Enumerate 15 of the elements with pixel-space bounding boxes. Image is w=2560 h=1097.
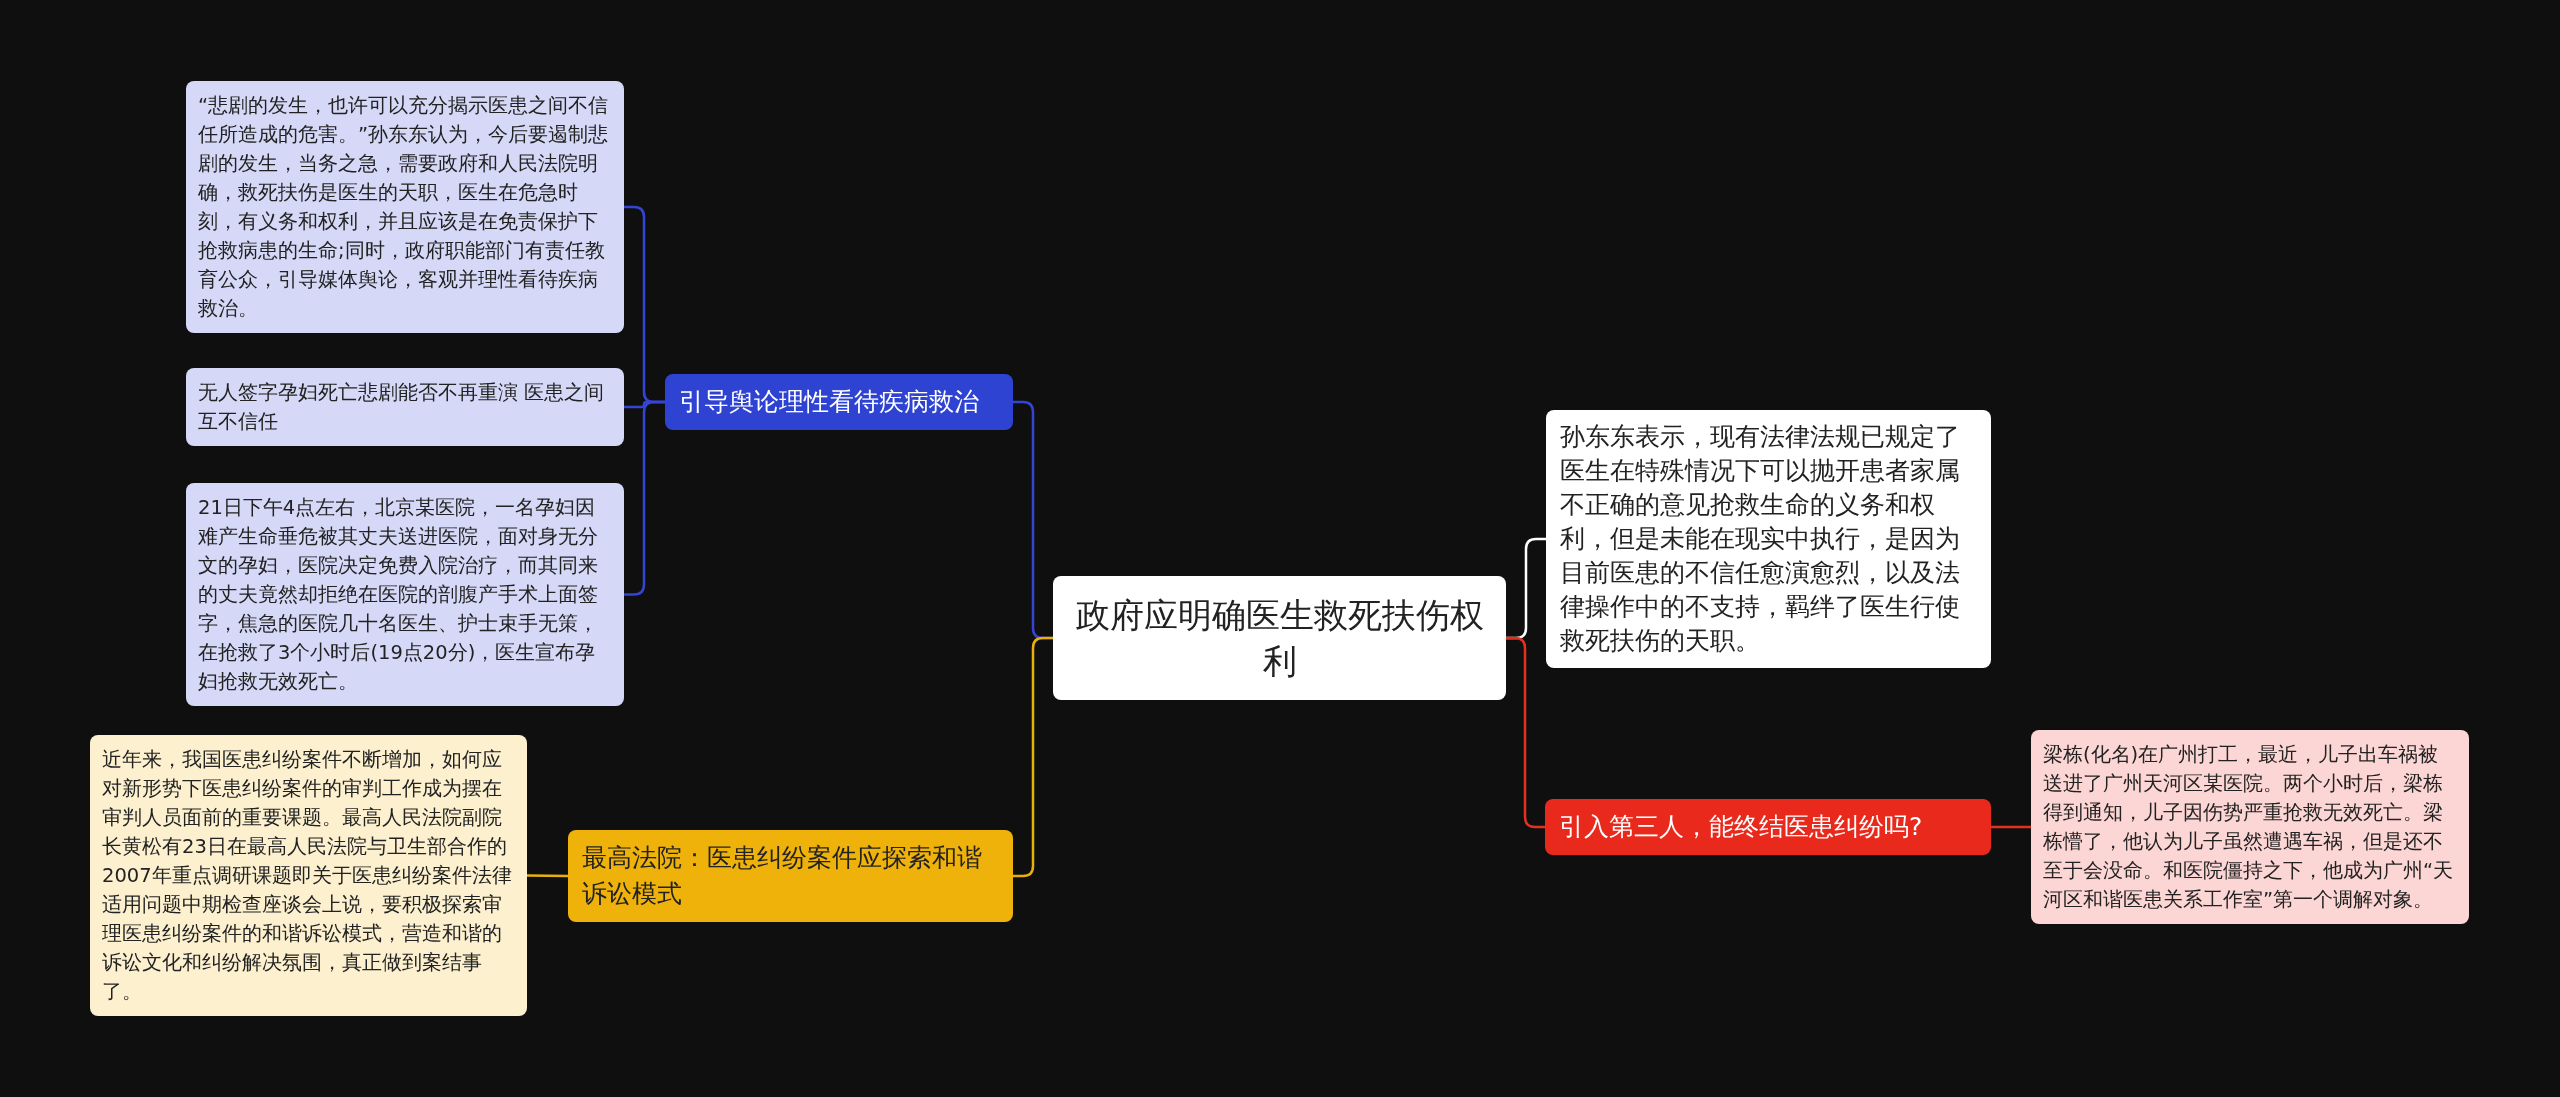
note-box: “悲剧的发生，也许可以充分揭示医患之间不信任所造成的危害。”孙东东认为，今后要遏制悲剧的发生，当务之急，需要政府和人民法院明确，救死扶伤是医生的天职，医生在危急时刻，有义务和权利，并且应该是在免责保护下抢救病患的生命;同时，政府职能部门有责任教育公众，引导媒体舆论，客观并理性看待疾病救治。 [186, 81, 624, 333]
topic-box: 政府应明确医生救死扶伤权利 [1053, 576, 1506, 700]
note-box: 孙东东表示，现有法律法规已规定了医生在特殊情况下可以抛开患者家属不正确的意见抢救生命的义务和权利，但是未能在现实中执行，是因为目前医患的不信任愈演愈烈，以及法律操作中的不支持，羁绊了医生行使救死扶伤的天职。 [1546, 410, 1991, 668]
note-box: 无人签字孕妇死亡悲剧能否不再重演 医患之间互不信任 [186, 368, 624, 446]
branch-box: 最高法院：医患纠纷案件应探索和谐诉讼模式 [568, 830, 1013, 922]
connector [527, 874, 568, 878]
connector [1506, 636, 1545, 829]
connector [1991, 825, 2031, 829]
connector [1013, 636, 1053, 878]
note-box: 梁栋(化名)在广州打工，最近，儿子出车祸被送进了广州天河区某医院。两个小时后，梁栋得到通知，儿子因伤势严重抢救无效死亡。梁栋懵了，他认为儿子虽然遭遇车祸，但是还不至于会没命。和医院僵持之下，他成为广州“天河区和谐医患关系工作室”第一个调解对象。 [2031, 730, 2469, 924]
branch-box: 引导舆论理性看待疾病救治 [665, 374, 1013, 430]
connector [624, 400, 665, 596]
note-box: 21日下午4点左右，北京某医院，一名孕妇因难产生命垂危被其丈夫送进医院，面对身无分文的孕妇，医院决定免费入院治疗，而其同来的丈夫竟然却拒绝在医院的剖腹产手术上面签字，焦急的医院几十名医生、护士束手无策，在抢救了3个小时后(19点20分)，医生宣布孕妇抢救无效死亡。 [186, 482, 624, 706]
branch-box: 引入第三人，能终结医患纠纷吗? [1545, 799, 1991, 855]
note-box: 近年来，我国医患纠纷案件不断增加，如何应对新形势下医患纠纷案件的审判工作成为摆在审判人员面前的重要课题。最高人民法院副院长黄松有23日在最高人民法院与卫生部合作的2007年重点调研课题即关于医患纠纷案件法律适用问题中期检查座谈会上说，要积极探索审理医患纠纷案件的和谐诉讼模式，营造和谐的诉讼文化和纠纷解决氛围，真正做到案结事了。 [90, 734, 527, 1016]
